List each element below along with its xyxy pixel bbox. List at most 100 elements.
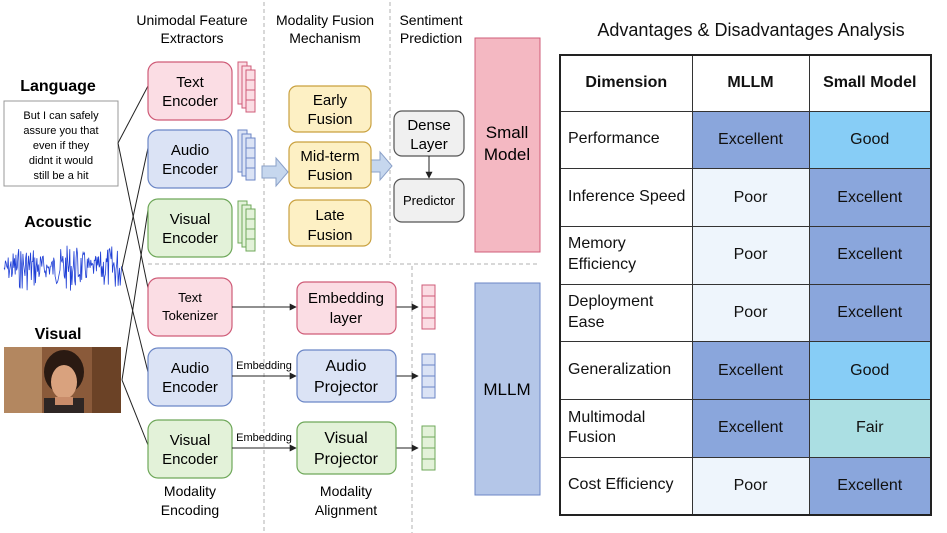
mllm-rating-cell: Poor [691, 168, 810, 227]
mllm-rating-cell: Poor [691, 225, 810, 285]
svg-text:Dense: Dense [407, 117, 450, 134]
dimension-cell: Performance [559, 110, 693, 170]
input-language-label: Language [20, 78, 96, 95]
visual-projector-box: Visual Projector [296, 421, 397, 475]
svg-text:Early: Early [313, 92, 348, 109]
footer-encoding-1: Modality [164, 483, 216, 499]
header-unimodal-2: Extractors [160, 30, 223, 46]
mllm-rating-cell: Excellent [691, 341, 810, 401]
dimension-cell: Multimodal Fusion [559, 399, 693, 458]
predictor-box: Predictor [393, 178, 465, 223]
svg-text:Layer: Layer [410, 136, 448, 153]
small-model-rating-cell: Fair [808, 399, 932, 458]
text-token-column [421, 284, 436, 330]
text-encoder-box: Text Encoder [147, 61, 233, 121]
audio-token-column [421, 353, 436, 399]
input-visual-label: Visual [35, 326, 82, 343]
dimension-cell: Memory Efficiency [559, 225, 693, 285]
column-header-small-model: Small Model [808, 54, 932, 112]
early-fusion-box: Early Fusion [288, 85, 372, 133]
visual-feature-stack [237, 200, 256, 252]
mllm-block: MLLM [474, 282, 541, 496]
embedding-label-audio: Embedding [236, 360, 292, 372]
svg-text:Projector: Projector [314, 379, 379, 396]
svg-text:still be a hit: still be a hit [33, 170, 88, 182]
svg-text:MLLM: MLLM [483, 380, 530, 399]
visual-encoder-box: Visual Encoder [147, 198, 233, 258]
svg-text:Text: Text [176, 74, 204, 91]
alignment-arrows [232, 303, 419, 452]
svg-text:even if they: even if they [33, 140, 90, 152]
svg-text:Mid-term: Mid-term [300, 148, 359, 165]
svg-text:Model: Model [484, 145, 530, 164]
header-sentiment-1: Sentiment [399, 12, 462, 28]
svg-text:Fusion: Fusion [307, 167, 352, 184]
block-arrow-to-fusion [261, 156, 289, 188]
svg-text:Late: Late [315, 207, 344, 224]
svg-text:Encoder: Encoder [162, 451, 218, 468]
header-fusion-2: Mechanism [289, 30, 361, 46]
svg-text:Visual: Visual [324, 430, 367, 447]
architecture-diagram: Unimodal Feature Extractors Modality Fus… [3, 2, 541, 533]
small-model-rating-cell: Excellent [808, 456, 932, 516]
small-model-rating-cell: Excellent [808, 168, 932, 227]
language-transcript: But I can safely assure you that even if… [23, 110, 99, 182]
svg-text:But I can safely: But I can safely [23, 110, 99, 122]
svg-text:Predictor: Predictor [403, 193, 456, 208]
column-header-dimension: Dimension [559, 54, 693, 112]
footer-alignment-2: Alignment [315, 502, 377, 518]
svg-text:Audio: Audio [171, 142, 209, 159]
embedding-layer-box: Embedding layer [296, 281, 397, 335]
svg-text:layer: layer [330, 310, 363, 327]
header-unimodal-1: Unimodal Feature [136, 12, 247, 28]
svg-text:didnt it would: didnt it would [29, 155, 93, 167]
svg-text:Embedding: Embedding [308, 290, 384, 307]
header-fusion-1: Modality Fusion [276, 12, 374, 28]
analysis-title: Advantages & Disadvantages Analysis [597, 20, 905, 40]
dimension-cell: Generalization [559, 341, 693, 401]
svg-text:Text: Text [178, 290, 202, 305]
footer-encoding-2: Encoding [161, 502, 219, 518]
column-header-mllm: MLLM [691, 54, 810, 112]
dense-layer-box: Dense Layer [393, 110, 465, 157]
footer-alignment-1: Modality [320, 483, 372, 499]
svg-text:Projector: Projector [314, 451, 379, 468]
dimension-cell: Cost Efficiency [559, 456, 693, 516]
block-arrow-to-prediction [369, 150, 393, 182]
svg-text:Encoder: Encoder [162, 379, 218, 396]
mllm-rating-cell: Excellent [691, 399, 810, 458]
header-sentiment-2: Prediction [400, 30, 462, 46]
acoustic-waveform [3, 245, 122, 291]
svg-text:assure you that: assure you that [23, 125, 98, 137]
svg-text:Visual: Visual [170, 432, 211, 449]
dashed-dividers [148, 2, 540, 533]
mid-term-fusion-box: Mid-term Fusion [288, 141, 372, 189]
small-model-block: Small Model [474, 37, 541, 253]
small-model-rating-cell: Good [808, 110, 932, 170]
svg-text:Fusion: Fusion [307, 111, 352, 128]
visual-face-thumbnail [4, 347, 121, 413]
svg-text:Encoder: Encoder [162, 230, 218, 247]
small-model-rating-cell: Good [808, 341, 932, 401]
mllm-rating-cell: Poor [691, 456, 810, 516]
table-header-row: Dimension MLLM Small Model [559, 54, 932, 112]
mllm-rating-cell: Excellent [691, 110, 810, 170]
language-transcript-box [3, 100, 119, 187]
svg-text:Encoder: Encoder [162, 93, 218, 110]
svg-text:Tokenizer: Tokenizer [162, 308, 218, 323]
svg-text:Fusion: Fusion [307, 227, 352, 244]
input-connections [117, 85, 149, 446]
late-fusion-box: Late Fusion [288, 199, 372, 247]
visual-token-column [421, 425, 436, 471]
mllm-audio-encoder-box: Audio Encoder [147, 347, 233, 407]
text-feature-stack [237, 61, 256, 113]
text-tokenizer-box: Text Tokenizer [147, 277, 233, 337]
audio-encoder-box: Audio Encoder [147, 129, 233, 189]
